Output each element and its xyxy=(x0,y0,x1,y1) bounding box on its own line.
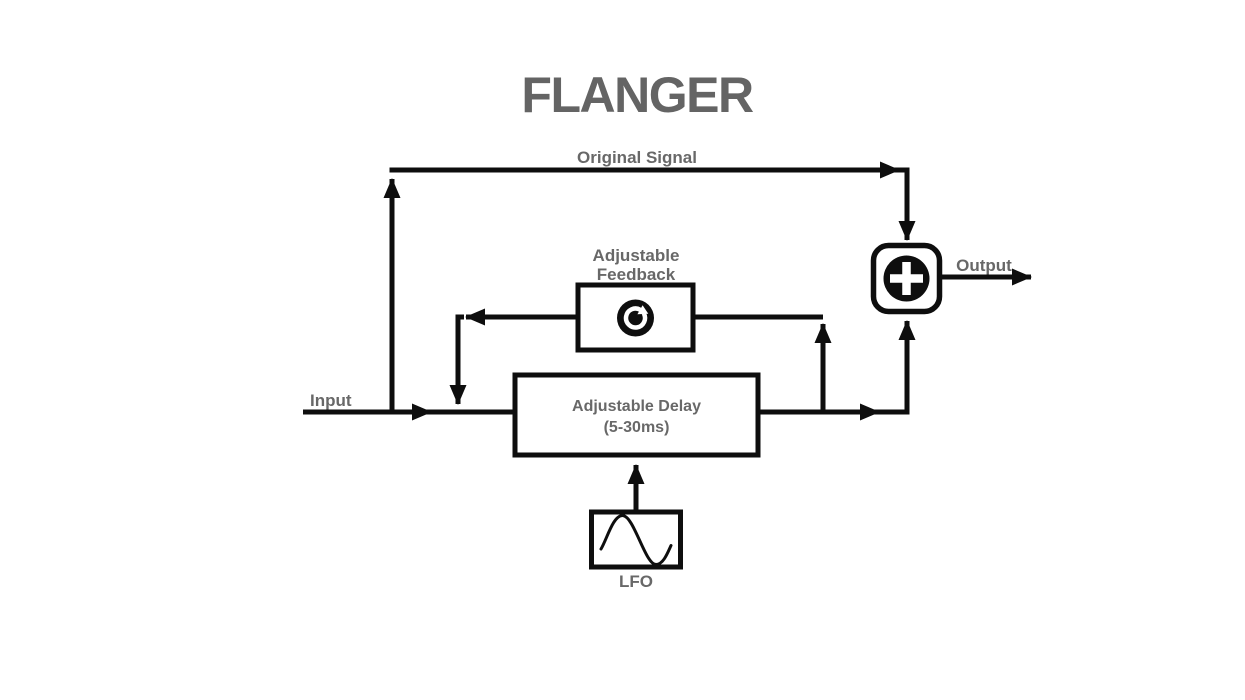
plus-icon xyxy=(890,262,923,295)
feedback-return-drop-wire xyxy=(449,314,467,405)
lfo-label: LFO xyxy=(619,572,653,591)
original-signal-label: Original Signal xyxy=(577,148,697,167)
rotate-icon-arc xyxy=(623,306,648,330)
rotate-icon-disc xyxy=(617,299,654,337)
page-title: FLANGER xyxy=(521,67,754,123)
original-signal-drop-wire xyxy=(897,167,916,241)
rotate-clockwise-icon xyxy=(617,299,654,337)
rotate-icon-arrowhead xyxy=(637,305,649,315)
output-label: Output xyxy=(956,256,1012,275)
sum-node xyxy=(870,242,943,315)
plus-icon-vbar xyxy=(902,262,911,295)
feedback-label-line1: Adjustable xyxy=(593,246,680,265)
delay-label-line2: (5-30ms) xyxy=(604,419,670,436)
sine-wave-icon xyxy=(599,513,673,567)
delay-output-riser-wire xyxy=(877,320,916,415)
feedback-label-line2: Feedback xyxy=(597,265,676,284)
delay-block xyxy=(512,372,761,458)
delay-label-line1: Adjustable Delay xyxy=(572,398,701,415)
input-label: Input xyxy=(310,391,352,410)
